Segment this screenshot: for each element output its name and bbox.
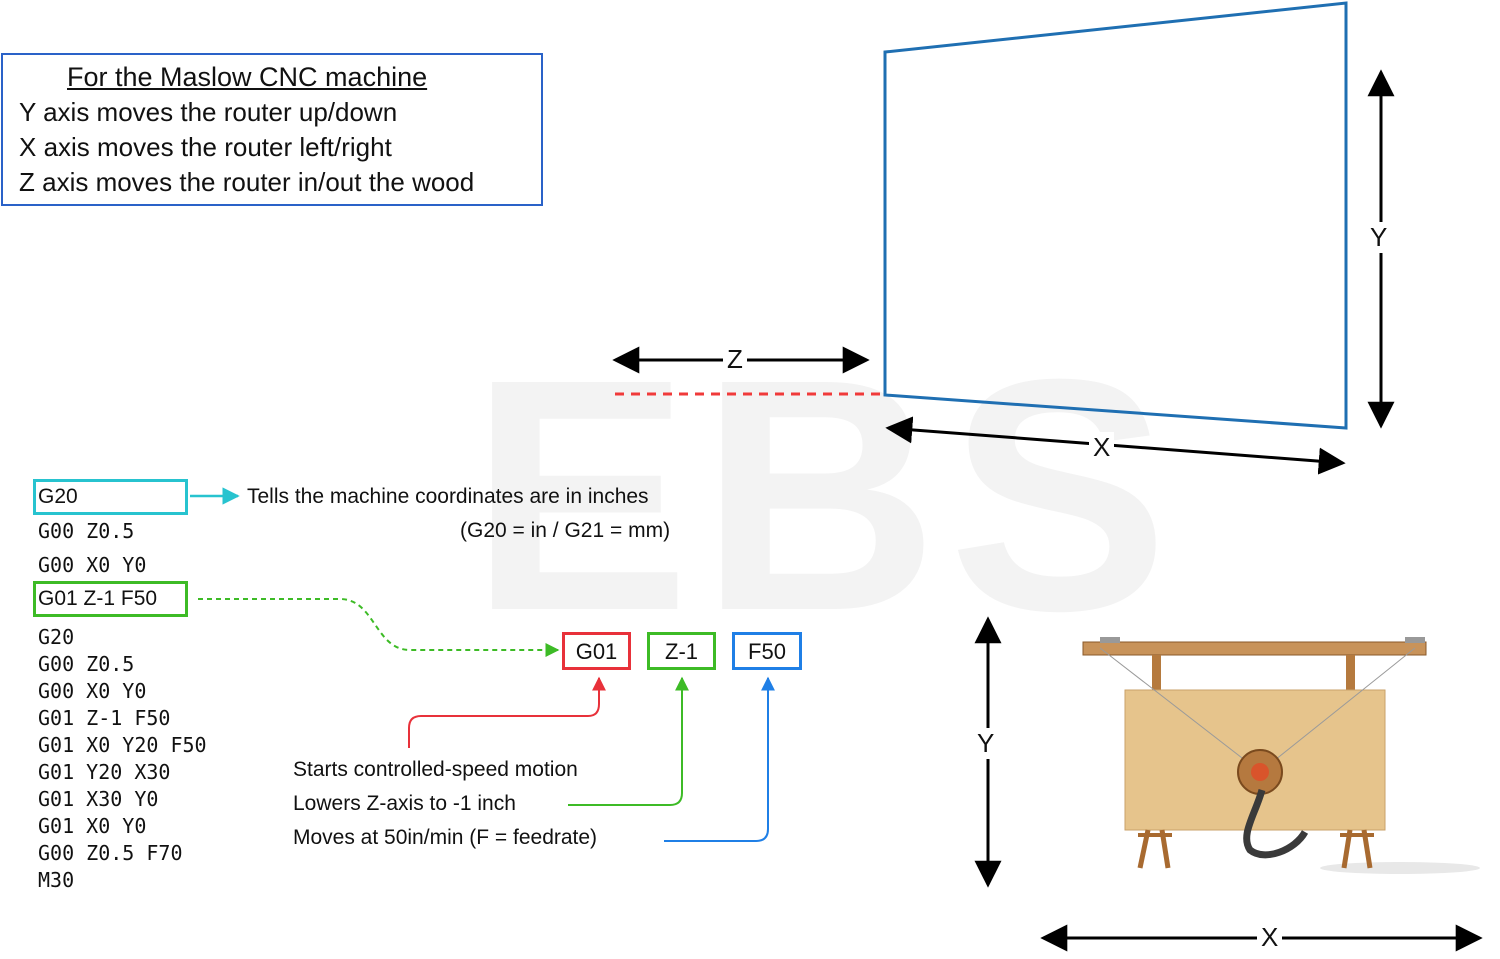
- info-line-y: Y axis moves the router up/down: [19, 97, 398, 127]
- program-line: G00 X0 Y0: [38, 679, 147, 703]
- g01-dashed-connector: [198, 598, 560, 657]
- photo-y-label: Y: [973, 728, 999, 759]
- program-line: G00 Z0.5: [38, 652, 135, 676]
- explain-g01: Starts controlled-speed motion: [293, 758, 578, 781]
- program-line: G20: [38, 625, 75, 649]
- token-z: Z-1: [647, 632, 716, 670]
- info-line-z: Z axis moves the router in/out the wood: [19, 167, 475, 197]
- board-y-label: Y: [1366, 222, 1392, 253]
- program-line: M30: [38, 868, 75, 892]
- watermark-text: EBS: [470, 310, 1179, 679]
- token-g01: G01: [562, 632, 631, 670]
- z-label: Z: [723, 344, 747, 375]
- info-line-x: X axis moves the router left/right: [19, 132, 392, 162]
- info-box: [1, 53, 543, 206]
- program-line: G01 X0 Y20 F50: [38, 733, 207, 757]
- photo-x-label: X: [1257, 922, 1283, 953]
- explain-z: Lowers Z-axis to -1 inch: [293, 792, 516, 815]
- g01-highlighted-code: G01 Z-1 F50: [38, 587, 158, 610]
- code-top-line-2: G00 X0 Y0: [38, 553, 147, 577]
- explain-f: Moves at 50in/min (F = feedrate): [293, 826, 598, 849]
- work-board-outline: [883, 1, 1348, 430]
- g20-note-line1: Tells the machine coordinates are in inc…: [247, 485, 649, 508]
- g20-highlight-box: [33, 479, 188, 515]
- token-f: F50: [732, 632, 802, 670]
- info-title: For the Maslow CNC machine: [67, 62, 428, 92]
- board-x-label: X: [1089, 432, 1115, 463]
- g01-explain-connector: [408, 676, 606, 748]
- maslow-machine-illustration: [1082, 637, 1480, 874]
- program-line: G01 X0 Y0: [38, 814, 147, 838]
- g01-highlight-box: [33, 581, 188, 617]
- z-explain-connector: [568, 676, 689, 806]
- g20-code: G20: [38, 485, 78, 508]
- g20-note-line2: (G20 = in / G21 = mm): [460, 519, 671, 542]
- program-line: G01 X30 Y0: [38, 787, 159, 811]
- program-line: G01 Z-1 F50: [38, 706, 171, 730]
- board-x-axis-arrow: [885, 416, 1346, 475]
- code-top-line-1: G00 Z0.5: [38, 519, 135, 543]
- program-line: G00 Z0.5 F70: [38, 841, 183, 865]
- program-line: G01 Y20 X30: [38, 760, 171, 784]
- f-explain-connector: [664, 676, 775, 842]
